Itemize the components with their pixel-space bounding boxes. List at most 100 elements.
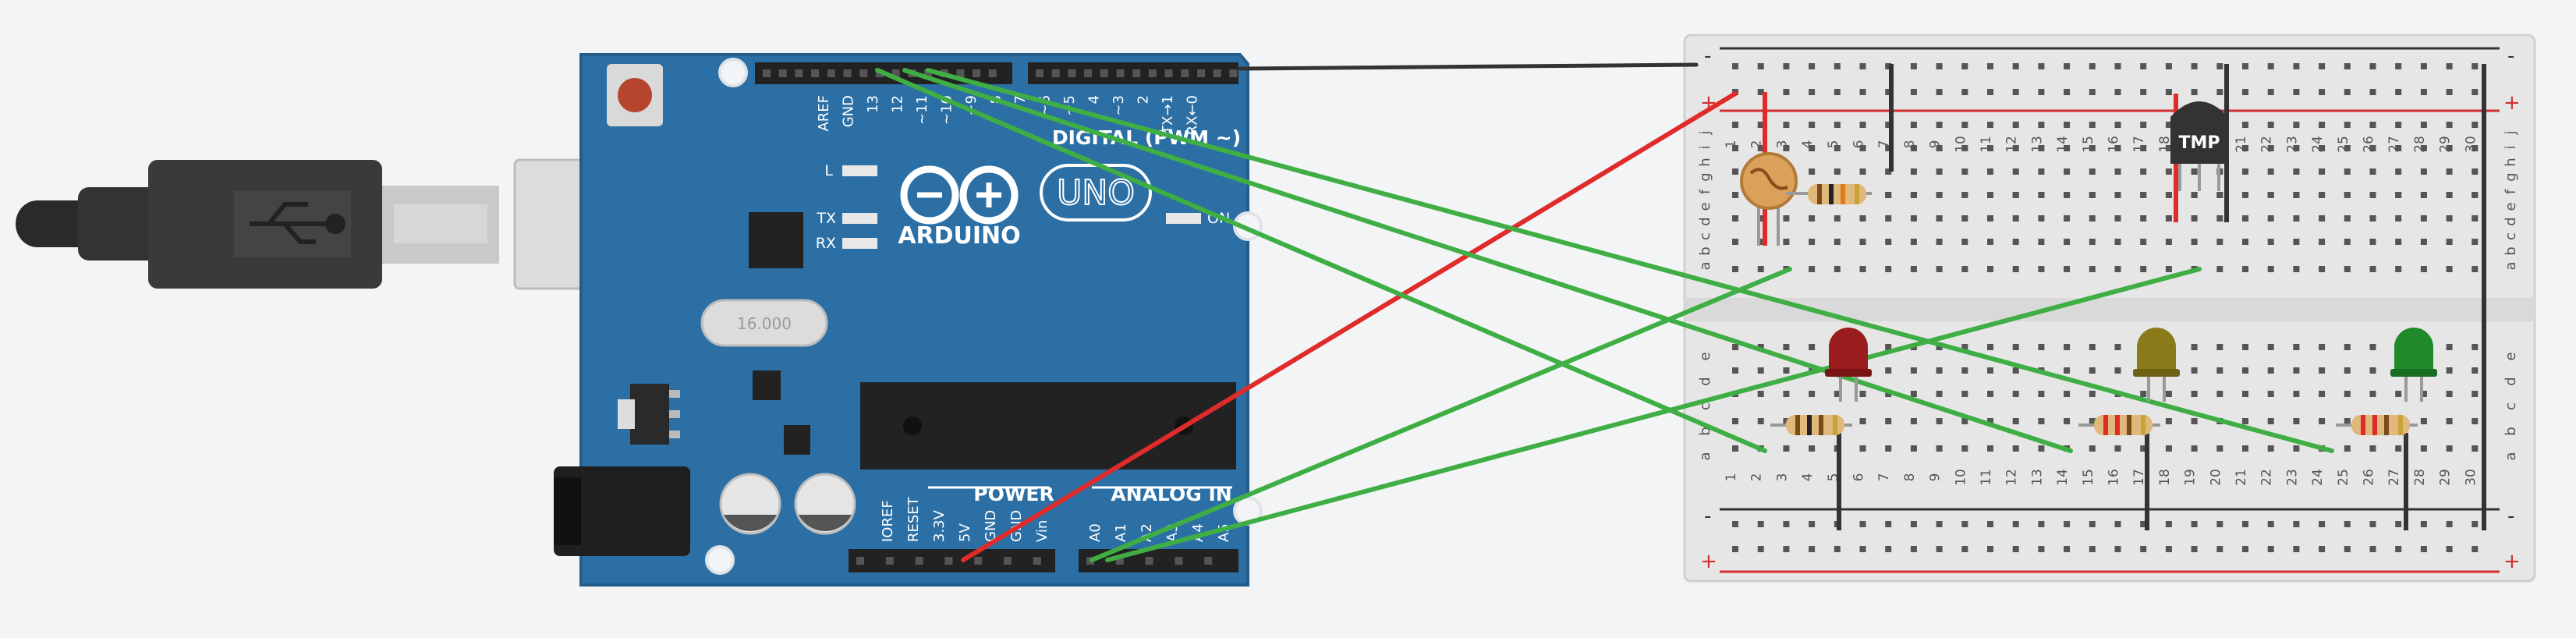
breadboard-hole[interactable] bbox=[1834, 63, 1841, 69]
breadboard-hole[interactable] bbox=[2114, 445, 2121, 452]
breadboard-hole[interactable] bbox=[1910, 418, 1917, 424]
breadboard-hole[interactable] bbox=[1783, 391, 1790, 397]
breadboard-hole[interactable] bbox=[2140, 145, 2147, 151]
breadboard-hole[interactable] bbox=[2446, 89, 2453, 95]
header-pin[interactable] bbox=[1175, 557, 1183, 565]
header-pin[interactable] bbox=[811, 69, 820, 77]
breadboard-hole[interactable] bbox=[2319, 344, 2326, 350]
breadboard-hole[interactable] bbox=[2064, 192, 2071, 198]
breadboard-hole[interactable] bbox=[1936, 546, 1943, 552]
breadboard-hole[interactable] bbox=[2471, 445, 2479, 452]
breadboard-hole[interactable] bbox=[2012, 521, 2019, 527]
breadboard-hole[interactable] bbox=[2471, 215, 2479, 222]
breadboard-hole[interactable] bbox=[1936, 266, 1943, 272]
breadboard-hole[interactable] bbox=[1809, 63, 1816, 69]
breadboard-hole[interactable] bbox=[1885, 391, 1892, 397]
breadboard-hole[interactable] bbox=[1834, 239, 1841, 245]
breadboard-hole[interactable] bbox=[2395, 521, 2402, 527]
breadboard-hole[interactable] bbox=[1757, 521, 1764, 527]
breadboard-hole[interactable] bbox=[2446, 266, 2453, 272]
breadboard-hole[interactable] bbox=[1783, 445, 1790, 452]
breadboard-hole[interactable] bbox=[1732, 63, 1738, 69]
breadboard-hole[interactable] bbox=[2064, 546, 2071, 552]
breadboard-hole[interactable] bbox=[2471, 63, 2479, 69]
breadboard-hole[interactable] bbox=[2446, 239, 2453, 245]
breadboard-hole[interactable] bbox=[2140, 239, 2147, 245]
breadboard-hole[interactable] bbox=[2114, 145, 2121, 151]
breadboard-hole[interactable] bbox=[1809, 145, 1816, 151]
header-pin[interactable] bbox=[1004, 557, 1012, 565]
breadboard-hole[interactable] bbox=[1885, 521, 1892, 527]
breadboard-hole[interactable] bbox=[1936, 192, 1943, 198]
wire-green[interactable] bbox=[1090, 267, 1792, 562]
breadboard-hole[interactable] bbox=[1809, 521, 1816, 527]
breadboard-hole[interactable] bbox=[1987, 239, 1993, 245]
breadboard-hole[interactable] bbox=[2446, 122, 2453, 128]
breadboard-hole[interactable] bbox=[1783, 418, 1790, 424]
header-pin[interactable] bbox=[944, 557, 953, 565]
breadboard-hole[interactable] bbox=[1961, 122, 1968, 128]
breadboard-hole[interactable] bbox=[2165, 168, 2172, 175]
breadboard-hole[interactable] bbox=[2089, 367, 2096, 374]
breadboard-hole[interactable] bbox=[2012, 391, 2019, 397]
breadboard-hole[interactable] bbox=[1961, 89, 1968, 95]
breadboard-hole[interactable] bbox=[2446, 521, 2453, 527]
breadboard-hole[interactable] bbox=[2293, 145, 2300, 151]
breadboard-hole[interactable] bbox=[2446, 546, 2453, 552]
breadboard-hole[interactable] bbox=[1936, 215, 1943, 222]
breadboard-hole[interactable] bbox=[2064, 215, 2071, 222]
breadboard-hole[interactable] bbox=[2420, 266, 2427, 272]
breadboard-hole[interactable] bbox=[1859, 391, 1866, 397]
breadboard-hole[interactable] bbox=[1834, 168, 1841, 175]
breadboard-hole[interactable] bbox=[2267, 215, 2274, 222]
breadboard-hole[interactable] bbox=[2344, 63, 2351, 69]
breadboard-hole[interactable] bbox=[2395, 168, 2402, 175]
breadboard-hole[interactable] bbox=[1885, 145, 1892, 151]
breadboard-hole[interactable] bbox=[1732, 546, 1738, 552]
breadboard-hole[interactable] bbox=[2395, 63, 2402, 69]
breadboard-hole[interactable] bbox=[1910, 521, 1917, 527]
breadboard-hole[interactable] bbox=[2114, 546, 2121, 552]
breadboard[interactable]: - - + + - - + + 112233445566778899101011… bbox=[1683, 34, 2536, 583]
header-pin[interactable] bbox=[1132, 69, 1141, 77]
breadboard-hole[interactable] bbox=[1910, 89, 1917, 95]
breadboard-hole[interactable] bbox=[2216, 215, 2223, 222]
breadboard-hole[interactable] bbox=[1809, 546, 1816, 552]
header-pin[interactable] bbox=[885, 557, 894, 565]
breadboard-hole[interactable] bbox=[2089, 521, 2096, 527]
breadboard-hole[interactable] bbox=[1783, 215, 1790, 222]
breadboard-hole[interactable] bbox=[2242, 89, 2248, 95]
breadboard-hole[interactable] bbox=[1732, 418, 1738, 424]
header-pin[interactable] bbox=[1068, 69, 1076, 77]
breadboard-hole[interactable] bbox=[2089, 239, 2096, 245]
breadboard-hole[interactable] bbox=[1885, 63, 1892, 69]
breadboard-hole[interactable] bbox=[2191, 521, 2198, 527]
breadboard-hole[interactable] bbox=[2242, 168, 2248, 175]
breadboard-hole[interactable] bbox=[2369, 445, 2376, 452]
breadboard-hole[interactable] bbox=[1732, 239, 1738, 245]
breadboard-hole[interactable] bbox=[2242, 63, 2248, 69]
header-pin[interactable] bbox=[859, 69, 868, 77]
breadboard-hole[interactable] bbox=[2267, 391, 2274, 397]
breadboard-hole[interactable] bbox=[2471, 168, 2479, 175]
breadboard-hole[interactable] bbox=[2420, 521, 2427, 527]
breadboard-hole[interactable] bbox=[1961, 344, 1968, 350]
breadboard-hole[interactable] bbox=[2038, 168, 2045, 175]
breadboard-hole[interactable] bbox=[2319, 521, 2326, 527]
breadboard-hole[interactable] bbox=[1859, 122, 1866, 128]
breadboard-hole[interactable] bbox=[1936, 521, 1943, 527]
breadboard-hole[interactable] bbox=[2293, 192, 2300, 198]
breadboard-hole[interactable] bbox=[1910, 239, 1917, 245]
breadboard-hole[interactable] bbox=[2267, 122, 2274, 128]
breadboard-hole[interactable] bbox=[2471, 391, 2479, 397]
breadboard-hole[interactable] bbox=[2012, 418, 2019, 424]
breadboard-hole[interactable] bbox=[1987, 391, 1993, 397]
breadboard-hole[interactable] bbox=[2216, 391, 2223, 397]
breadboard-hole[interactable] bbox=[2012, 445, 2019, 452]
breadboard-hole[interactable] bbox=[1961, 546, 1968, 552]
breadboard-hole[interactable] bbox=[2369, 89, 2376, 95]
breadboard-hole[interactable] bbox=[2064, 521, 2071, 527]
breadboard-hole[interactable] bbox=[2319, 192, 2326, 198]
breadboard-hole[interactable] bbox=[2267, 192, 2274, 198]
breadboard-hole[interactable] bbox=[2140, 391, 2147, 397]
